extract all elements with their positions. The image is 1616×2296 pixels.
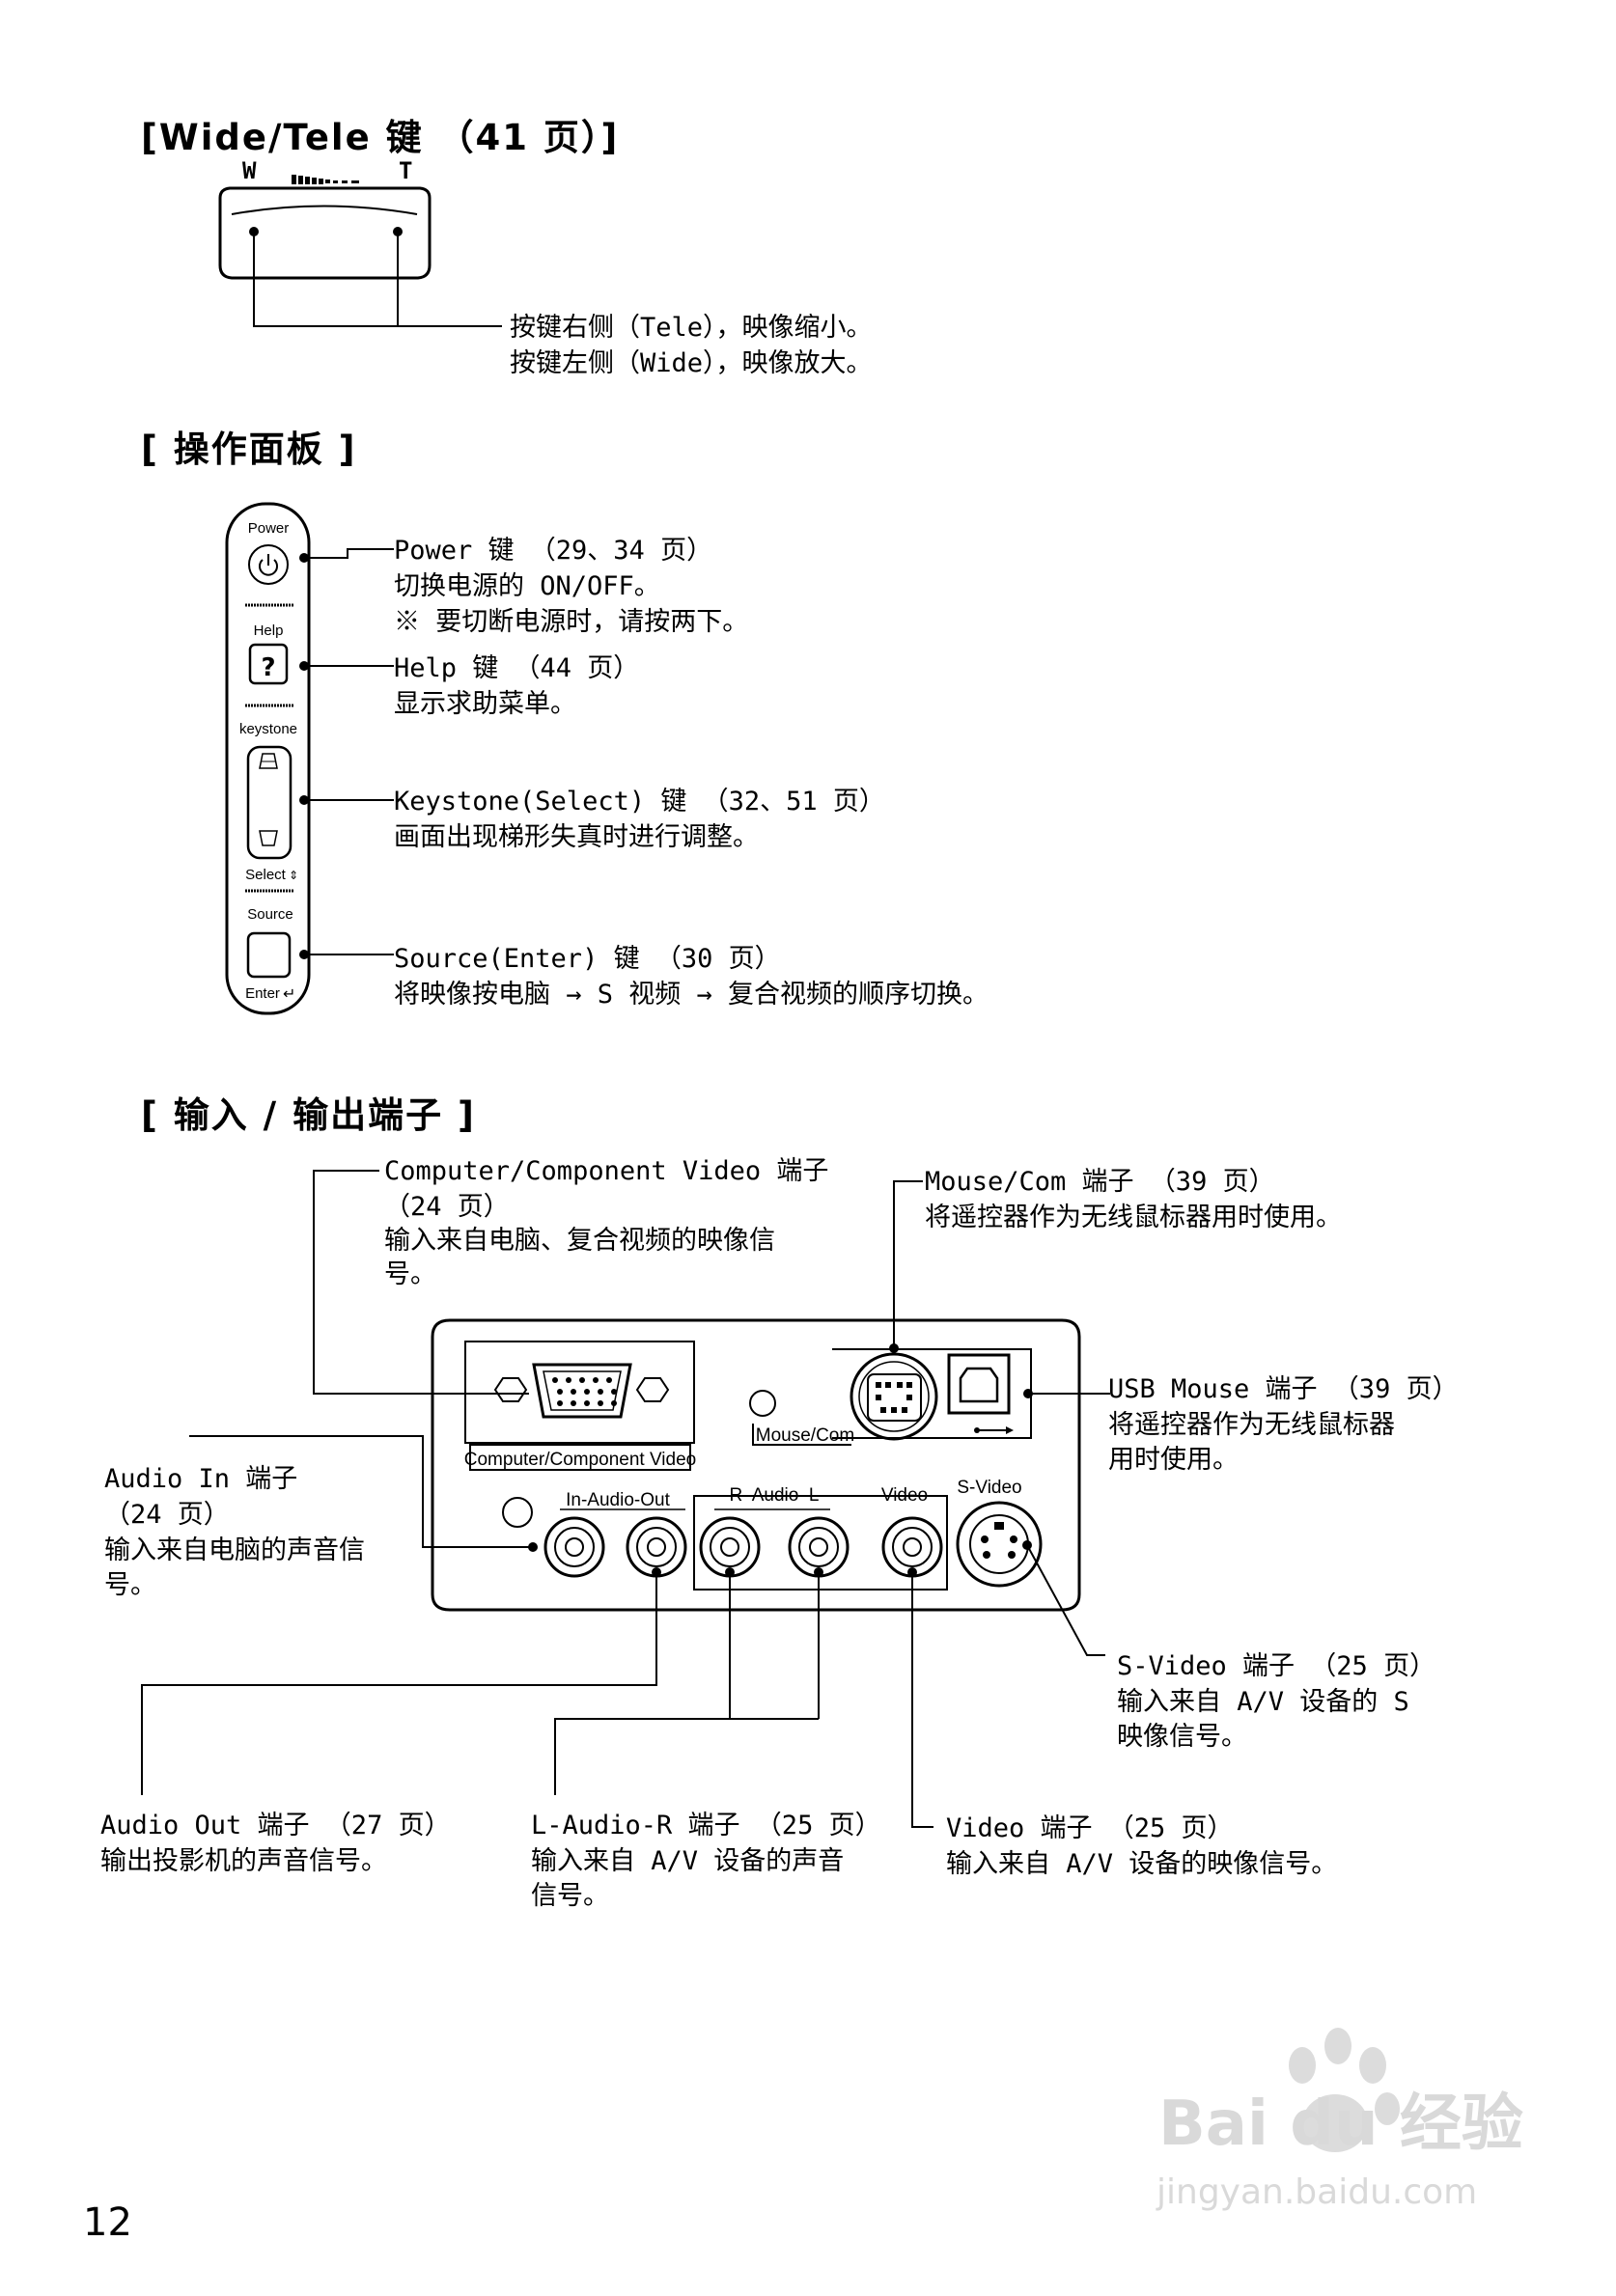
page-number: 12 bbox=[83, 2200, 132, 2245]
usb-port-desc-2: 用时使用。 bbox=[1108, 1445, 1239, 1475]
panel-heading: [ 操作面板 ] bbox=[141, 429, 357, 470]
watermark-brand: Bai du 经验 bbox=[1158, 2089, 1523, 2160]
lr-audio-port-title: L-Audio-R 端子 （25 页） bbox=[531, 1811, 881, 1840]
source-device-label: Source bbox=[247, 906, 293, 923]
mouse-com-port-title: Mouse/Com 端子 （39 页） bbox=[925, 1167, 1275, 1197]
tele-label: T bbox=[399, 157, 413, 184]
keystone-key-desc: 画面出现梯形失真时进行调整。 bbox=[394, 822, 759, 852]
enter-arrow-icon: ↵ bbox=[283, 984, 295, 1003]
help-device-label: Help bbox=[254, 622, 284, 639]
audio-in-port-desc-2: 号。 bbox=[104, 1570, 156, 1600]
video-port-desc: 输入来自 A/V 设备的映像信号。 bbox=[946, 1849, 1338, 1879]
video-device-label: Video bbox=[881, 1485, 928, 1506]
keystone-key-title: Keystone(Select) 键 （32、51 页） bbox=[394, 787, 885, 816]
svideo-device-label: S-Video bbox=[957, 1478, 1021, 1498]
lr-audio-port-desc-2: 信号。 bbox=[531, 1881, 609, 1911]
in-audio-out-device-label: In-Audio-Out bbox=[566, 1490, 670, 1510]
usb-port-title: USB Mouse 端子 （39 页） bbox=[1108, 1374, 1459, 1404]
mouse-com-port-desc: 将遥控器作为无线鼠标器用时使用。 bbox=[925, 1203, 1342, 1232]
computer-port-desc-1: 输入来自电脑、复合视频的映像信 bbox=[384, 1226, 775, 1256]
power-device-label: Power bbox=[248, 520, 290, 537]
computer-device-label: Computer/Component Video bbox=[464, 1450, 696, 1470]
watermark-url: jingyan.baidu.com bbox=[1156, 2172, 1477, 2212]
help-key-title: Help 键 （44 页） bbox=[394, 653, 640, 683]
svideo-port-desc-2: 映像信号。 bbox=[1117, 1722, 1247, 1752]
watermark-paw-icon bbox=[1289, 2028, 1400, 2152]
select-device-label: Select bbox=[245, 867, 287, 883]
power-key-title: Power 键 （29、34 页） bbox=[394, 536, 713, 566]
svideo-port-desc-1: 输入来自 A/V 设备的 S bbox=[1117, 1687, 1409, 1717]
computer-port-desc-2: 号。 bbox=[384, 1259, 436, 1289]
video-port-title: Video 端子 （25 页） bbox=[946, 1813, 1234, 1843]
usb-port-desc-1: 将遥控器作为无线鼠标器 bbox=[1108, 1410, 1395, 1440]
keystone-device-label: keystone bbox=[239, 721, 297, 737]
wide-tele-desc-1: 按键右侧（Tele），映像缩小。 bbox=[510, 313, 873, 343]
help-key-desc: 显示求助菜单。 bbox=[394, 689, 576, 719]
svg-text:?: ? bbox=[261, 653, 275, 682]
audio-out-port-title: Audio Out 端子 （27 页） bbox=[100, 1811, 451, 1840]
power-key-desc-1: 切换电源的 ON/OFF。 bbox=[394, 571, 660, 601]
wide-label: W bbox=[242, 157, 257, 184]
power-key-desc-2: ※ 要切断电源时，请按两下。 bbox=[394, 607, 749, 637]
computer-port-title: Computer/Component Video 端子 bbox=[384, 1156, 829, 1186]
enter-device-label: Enter bbox=[245, 985, 280, 1002]
updown-arrow-icon: ⇕ bbox=[289, 869, 298, 882]
io-heading: [ 输入 / 输出端子 ] bbox=[141, 1094, 476, 1136]
audio-in-port-desc-1: 输入来自电脑的声音信 bbox=[104, 1535, 365, 1565]
audio-in-port-page: （24 页） bbox=[104, 1500, 230, 1530]
wide-tele-heading: [Wide/Tele 键 （41 页）] bbox=[141, 117, 620, 158]
io-rear-panel-illustration bbox=[141, 1170, 1110, 1828]
mouse-com-device-label: Mouse/Com bbox=[756, 1425, 854, 1446]
operation-panel-illustration: ? bbox=[225, 502, 394, 1015]
source-key-desc: 将映像按电脑 → S 视频 → 复合视频的顺序切换。 bbox=[394, 980, 989, 1010]
wide-tele-key-illustration bbox=[218, 175, 502, 327]
lr-audio-port-desc-1: 输入来自 A/V 设备的声音 bbox=[531, 1846, 845, 1876]
r-audio-l-device-label: R Audio L bbox=[730, 1485, 820, 1506]
source-key-title: Source(Enter) 键 （30 页） bbox=[394, 944, 781, 974]
wide-tele-desc-2: 按键左侧（Wide），映像放大。 bbox=[510, 348, 873, 378]
svideo-port-title: S-Video 端子 （25 页） bbox=[1117, 1651, 1436, 1681]
audio-in-port-title: Audio In 端子 bbox=[104, 1464, 298, 1494]
audio-out-port-desc: 输出投影机的声音信号。 bbox=[100, 1846, 387, 1876]
computer-port-page: （24 页） bbox=[384, 1192, 510, 1222]
